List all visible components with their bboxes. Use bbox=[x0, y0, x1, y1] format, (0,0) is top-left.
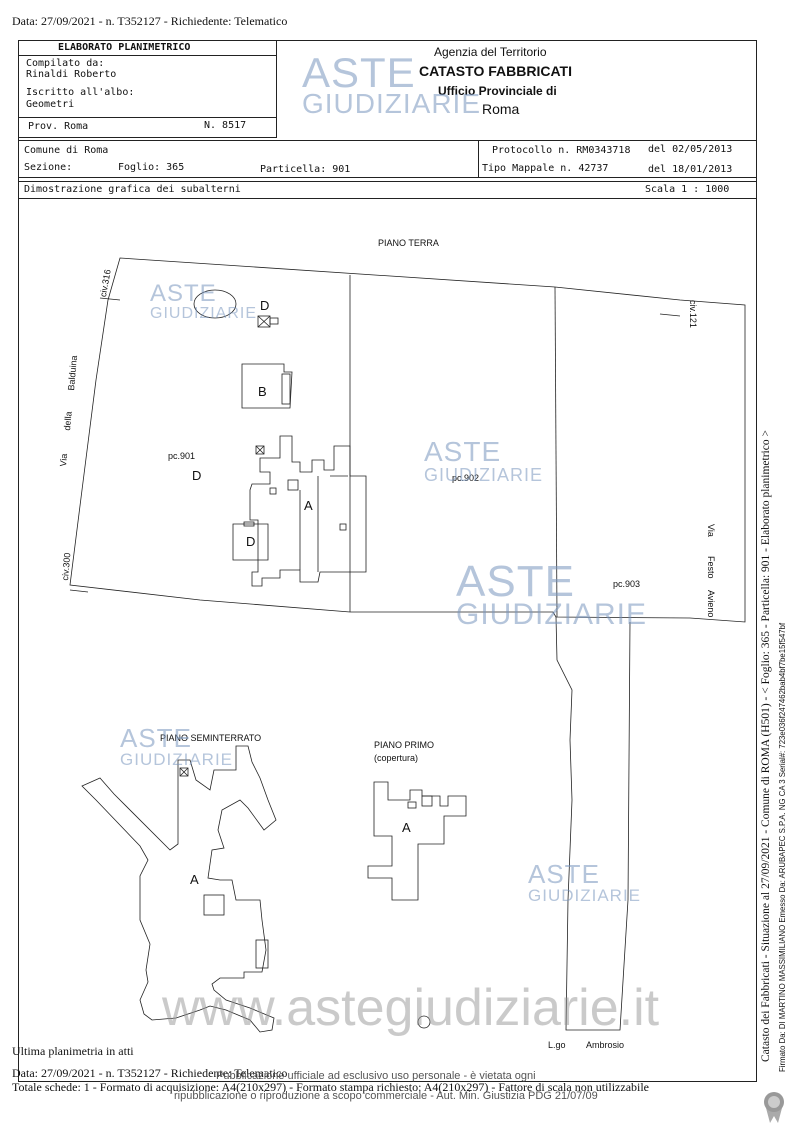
catasto: CATASTO FABBRICATI bbox=[419, 63, 572, 79]
info-box bbox=[18, 140, 757, 178]
header-title-box bbox=[18, 40, 277, 56]
watermark-1: ASTE GIUDIZIARIE bbox=[150, 280, 258, 322]
watermark-5: ASTE GIUDIZIARIE bbox=[528, 859, 642, 905]
dimostrazione: Dimostrazione grafica dei subalterni bbox=[24, 184, 241, 195]
compilato-name: Rinaldi Roberto bbox=[26, 69, 117, 80]
dimostrazione-box bbox=[18, 181, 757, 199]
sub-d3-label: D bbox=[246, 534, 256, 549]
watermark-site: www.astegiudiziarie.it bbox=[162, 979, 660, 1037]
vertical-signature-text: Firmato Da: DI MARTINO MASSIMILIANO Emes… bbox=[778, 622, 787, 1072]
foglio: Foglio: 365 bbox=[118, 162, 185, 173]
civ121-label: civ.121 bbox=[688, 300, 698, 328]
street-della-label: della bbox=[62, 411, 74, 431]
footer-totale: Totale schede: 1 - Formato di acquisizio… bbox=[12, 1080, 650, 1094]
street-via-label: Via bbox=[58, 453, 70, 467]
protocollo-date: del 02/05/2013 bbox=[648, 144, 733, 155]
watermark-3: ASTE GIUDIZIARIE bbox=[456, 557, 648, 631]
prov: Prov. Roma bbox=[28, 121, 89, 132]
street2-festo-label: Festo bbox=[706, 556, 716, 579]
ufficio: Ufficio Provinciale di bbox=[438, 84, 557, 98]
street2-avieno-label: Avieno bbox=[706, 590, 716, 618]
footer-data-line: Data: 27/09/2021 - n. T352127 - Richiede… bbox=[12, 1066, 288, 1080]
sub-d2-label: D bbox=[192, 468, 202, 483]
footer-pubblicazione: Pubblicazione ufficiale ad esclusivo uso… bbox=[216, 1070, 536, 1082]
info-divider bbox=[478, 140, 479, 178]
compilato-label: Compilato da: bbox=[26, 58, 105, 69]
watermark-header: ASTE GIUDIZIARIE bbox=[302, 49, 482, 119]
protocollo: Protocollo n. RM0343718 bbox=[492, 145, 631, 156]
tipo-mappale: Tipo Mappale n. 42737 bbox=[482, 163, 609, 174]
piano-terra-label: PIANO TERRA bbox=[378, 238, 439, 248]
sezione: Sezione: bbox=[24, 162, 73, 173]
watermark-4: ASTE GIUDIZIARIE bbox=[120, 723, 234, 769]
particella: Particella: 901 bbox=[260, 164, 351, 175]
city: Roma bbox=[482, 101, 520, 117]
iscritto-value: Geometri bbox=[26, 99, 75, 110]
seal-badge-icon bbox=[764, 1092, 784, 1123]
sub-b-label: B bbox=[258, 384, 267, 399]
sub-d1-label: D bbox=[260, 298, 270, 313]
sub-a-label: A bbox=[304, 498, 313, 513]
agency: Agenzia del Territorio bbox=[434, 45, 547, 59]
piano-seminterrato-label: PIANO SEMINTERRATO bbox=[160, 733, 262, 743]
piano-primo-label: PIANO PRIMO bbox=[374, 740, 435, 750]
comune: Comune di Roma bbox=[24, 145, 109, 156]
numero: N. 8517 bbox=[204, 120, 247, 131]
ambrosio-label: Ambrosio bbox=[586, 1040, 625, 1050]
parcel-divider-2 bbox=[554, 286, 558, 618]
footer-ripubblicazione: ripubblicazione o riproduzione a scopo c… bbox=[174, 1090, 598, 1102]
prov-box bbox=[18, 117, 277, 138]
vertical-catasto-text: Catasto dei Fabbricati - Situazione al 2… bbox=[760, 430, 772, 1062]
ultima-planimetria: Ultima planimetria in atti bbox=[12, 1044, 134, 1058]
tipo-date: del 18/01/2013 bbox=[648, 164, 733, 175]
parcel-903-strip bbox=[555, 616, 631, 1031]
iscritto-label: Iscritto all'albo: bbox=[26, 87, 135, 98]
street2-via-label: Via bbox=[706, 524, 716, 537]
pc903-label: pc.903 bbox=[613, 579, 641, 589]
header-title: ELABORATO PLANIMETRICO bbox=[58, 42, 191, 53]
outer-frame bbox=[18, 40, 757, 1082]
copertura-label: (copertura) bbox=[374, 753, 419, 763]
sub-a-primo-label: A bbox=[402, 820, 411, 835]
parcel-outline bbox=[69, 257, 746, 623]
watermark-2: ASTE GIUDIZIARIE bbox=[424, 436, 544, 485]
pc902-label: pc.902 bbox=[452, 473, 480, 483]
top-line: Data: 27/09/2021 - n. T352127 - Richiede… bbox=[12, 14, 288, 28]
scala: Scala 1 : 1000 bbox=[645, 184, 730, 195]
sub-a-semi-label: A bbox=[190, 872, 199, 887]
pc901-label: pc.901 bbox=[168, 451, 196, 461]
lgo-label: L.go bbox=[548, 1040, 566, 1050]
